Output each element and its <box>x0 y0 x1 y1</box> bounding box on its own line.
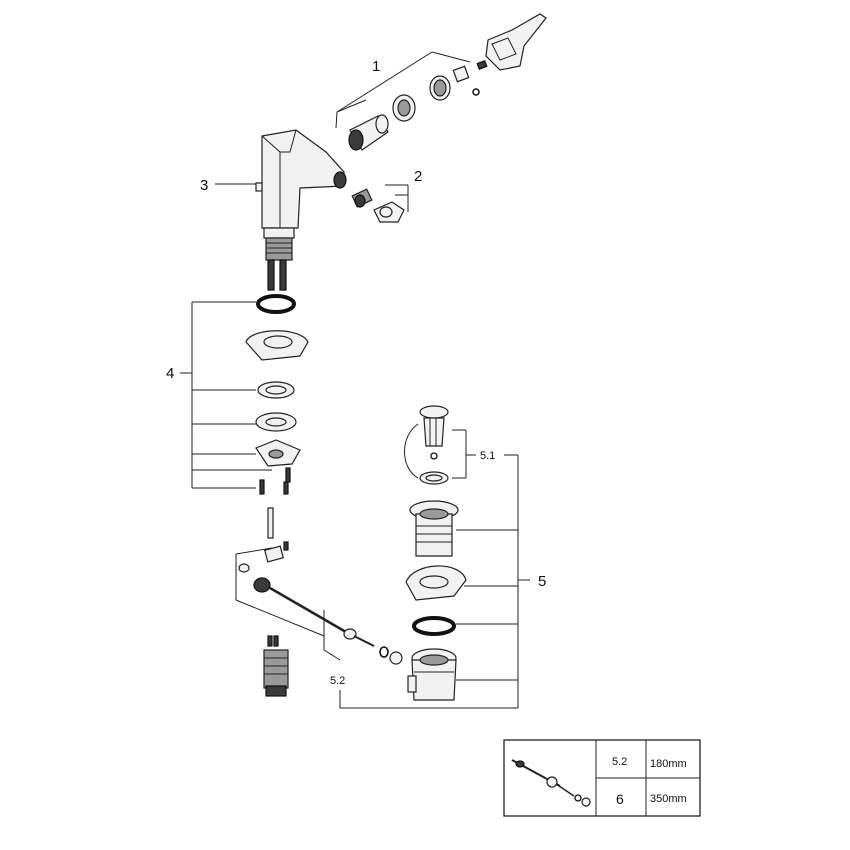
table-length-350: 350mm <box>650 793 687 805</box>
callout-5-1: 5.1 <box>480 450 495 462</box>
callout-5-2: 5.2 <box>330 675 345 687</box>
callout-2: 2 <box>414 168 422 185</box>
group-2-aerator <box>351 184 409 223</box>
group-5-drain <box>339 405 530 709</box>
group-1-cartridge-handle <box>335 13 547 151</box>
lift-rod-thumbnail-icon <box>511 759 591 807</box>
callout-3: 3 <box>200 177 208 194</box>
table-ref-5-2: 5.2 <box>612 756 627 768</box>
table-length-180: 180mm <box>650 758 687 770</box>
callout-1: 1 <box>372 58 380 75</box>
lift-rod-assembly <box>235 541 403 697</box>
group-3-faucet-body <box>215 129 347 291</box>
callout-4: 4 <box>166 365 174 382</box>
table-ref-6: 6 <box>616 791 624 807</box>
group-4-mounting-set <box>180 294 309 539</box>
spare-part-table: 5.2 180mm 6 350mm <box>503 739 701 817</box>
callout-5: 5 <box>538 573 546 590</box>
